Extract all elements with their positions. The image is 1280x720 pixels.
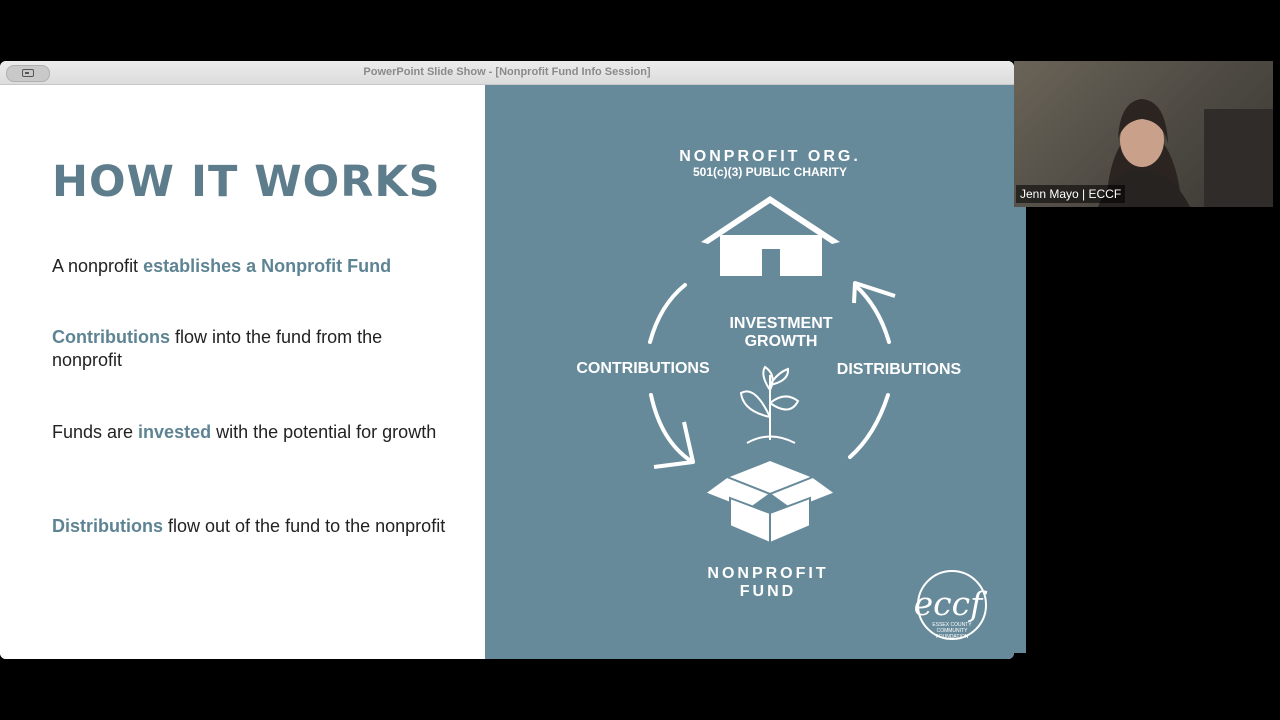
cycle-arc-lower-left: [649, 393, 693, 463]
bullet-highlight: establishes a Nonprofit Fund: [143, 256, 392, 276]
bullet-distributions: Distributions flow out of the fund to th…: [52, 515, 452, 538]
slide-text-panel: HOW IT WORKS A nonprofit establishes a N…: [0, 85, 485, 659]
cycle-arc-upper-right: [853, 283, 891, 344]
bullet-highlight: Contributions: [52, 327, 170, 347]
bullet-highlight: invested: [138, 422, 212, 442]
org-title: NONPROFIT ORG.: [679, 148, 861, 165]
monitor-icon: [22, 69, 34, 77]
bullet-contributions: Contributions flow into the fund from th…: [52, 326, 452, 372]
logo-wordmark: eccf: [914, 584, 988, 623]
bullet-text: flow into the fund from the nonprofit: [52, 327, 383, 370]
window-titlebar: PowerPoint Slide Show - [Nonprofit Fund …: [0, 61, 1014, 85]
window-title: PowerPoint Slide Show - [Nonprofit Fund …: [363, 66, 651, 78]
distributions-label: DISTRIBUTIONS: [837, 361, 962, 378]
participant-video-tile[interactable]: Jenn Mayo | ECCF: [1014, 61, 1273, 207]
bullet-text: flow out of the fund to the nonprofit: [163, 516, 446, 536]
bullet-text: with the potential for growth: [211, 422, 437, 442]
bullet-text: A nonprofit: [52, 256, 144, 276]
logo-line3: FOUNDATION: [936, 634, 969, 640]
cycle-arc-upper-left: [648, 283, 687, 344]
cycle-arc-lower-right: [848, 393, 890, 459]
bullet-text: Funds are: [52, 422, 139, 442]
org-subtitle: 501(c)(3) PUBLIC CHARITY: [693, 165, 847, 179]
eccf-logo: eccf ESSEX COUNTY COMMUNITY FOUNDATION: [914, 570, 988, 640]
fund-cycle-diagram: NONPROFIT ORG. 501(c)(3) PUBLIC CHARITY …: [576, 148, 988, 640]
bullet-establish: A nonprofit establishes a Nonprofit Fund: [52, 255, 452, 278]
bullet-invested: Funds are invested with the potential fo…: [52, 421, 452, 444]
logo-line2: COMMUNITY: [937, 628, 968, 634]
presenter-view-button[interactable]: [6, 65, 50, 82]
fund-label-line2: FUND: [740, 583, 796, 600]
bullet-highlight: Distributions: [52, 516, 163, 536]
contributions-label: CONTRIBUTIONS: [576, 360, 710, 377]
slide-diagram-panel: NONPROFIT ORG. 501(c)(3) PUBLIC CHARITY …: [485, 85, 1014, 659]
slide-title: HOW IT WORKS: [52, 157, 441, 207]
slide-edge: [1014, 207, 1026, 653]
logo-line1: ESSEX COUNTY: [932, 622, 972, 628]
box-icon: [702, 458, 838, 545]
house-icon: [701, 196, 840, 276]
slideshow-window: PowerPoint Slide Show - [Nonprofit Fund …: [0, 61, 1014, 659]
fund-label-line1: NONPROFIT: [707, 565, 828, 582]
investment-label-line2: GROWTH: [745, 333, 818, 350]
arrowhead-contributions-icon: [653, 421, 695, 469]
sprout-icon: [739, 365, 800, 444]
participant-name-label: Jenn Mayo | ECCF: [1016, 185, 1126, 203]
investment-label-line1: INVESTMENT: [729, 315, 832, 332]
participant-video-feed: [1098, 99, 1273, 207]
arrowhead-distributions-icon: [852, 281, 896, 304]
